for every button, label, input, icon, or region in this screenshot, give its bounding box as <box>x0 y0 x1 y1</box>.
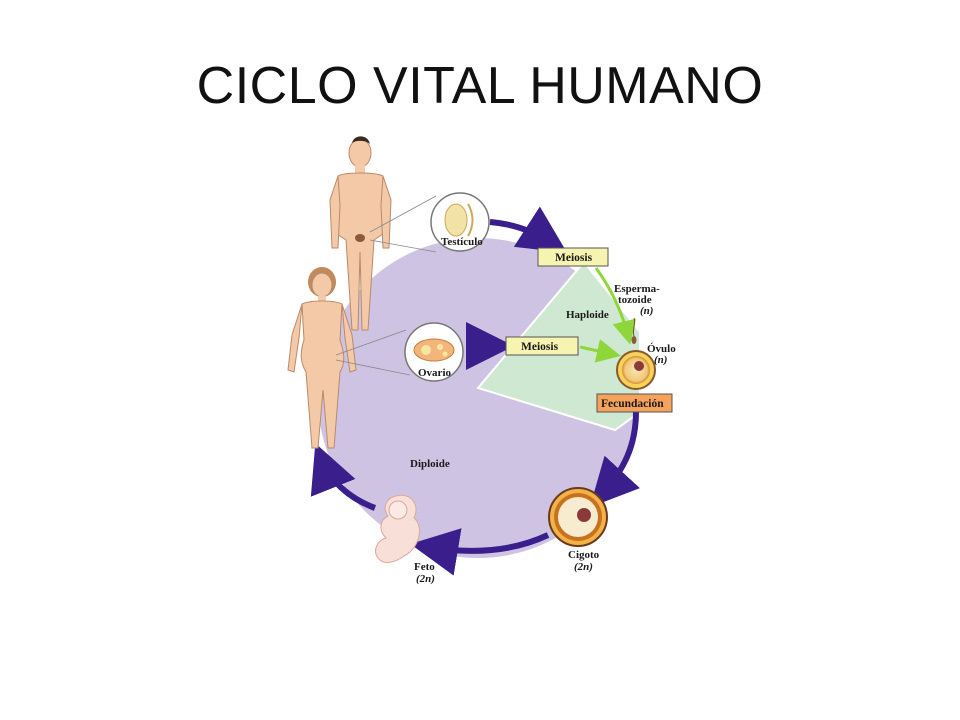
haploide-label: Haploide <box>566 309 609 321</box>
cigoto: Cigoto (2n) <box>548 487 608 573</box>
ovulo-ploidy: (n) <box>654 354 667 366</box>
egg-green-arrow <box>579 339 621 363</box>
espermatozoide-label-2: tozoide <box>618 294 652 306</box>
sperm-green-arrow <box>594 267 637 345</box>
ovario-inset: Ovario <box>404 322 464 382</box>
fecundacion-box: Fecundación <box>596 393 673 413</box>
feto-ploidy: (2n) <box>416 573 435 585</box>
feto-label: Feto <box>414 561 435 573</box>
fecundacion-label: Fecundación <box>601 398 664 410</box>
ovario-leader <box>335 359 411 376</box>
meiosis-mid-label: Meiosis <box>521 341 559 353</box>
man-figure <box>329 136 392 331</box>
meiosis-mid-box: Meiosis <box>505 336 579 356</box>
ovulo: Óvulo (n) <box>616 343 676 390</box>
ovulo-label: Óvulo <box>647 343 676 355</box>
testiculo-inset: Testículo <box>430 192 490 252</box>
ovario-leader <box>335 329 407 356</box>
cigoto-label: Cigoto <box>568 549 600 561</box>
testiculo-label: Testículo <box>441 236 483 248</box>
meiosis-top-label: Meiosis <box>555 252 593 264</box>
ovario-label: Ovario <box>418 367 451 379</box>
cycle-arrow-right <box>589 411 640 508</box>
diploide-label: Diploide <box>410 458 450 470</box>
espermatozoide-label-1: Esperma- <box>614 283 660 295</box>
cycle-arrow-left <box>310 443 377 511</box>
cigoto-ploidy: (2n) <box>574 561 593 573</box>
woman-figure <box>287 267 357 449</box>
cycle-arrow-bottom <box>410 528 550 576</box>
testiculo-leader <box>369 239 437 253</box>
page-title: CICLO VITAL HUMANO <box>196 57 764 115</box>
testiculo-leader <box>369 195 437 233</box>
cycle-arrow-top <box>489 206 568 253</box>
feto: Feto (2n) <box>375 494 435 585</box>
espermatozoide: Esperma- tozoide (n) <box>614 283 660 344</box>
espermatozoide-ploidy: (n) <box>640 305 653 317</box>
meiosis-top-box: Meiosis <box>537 247 609 267</box>
